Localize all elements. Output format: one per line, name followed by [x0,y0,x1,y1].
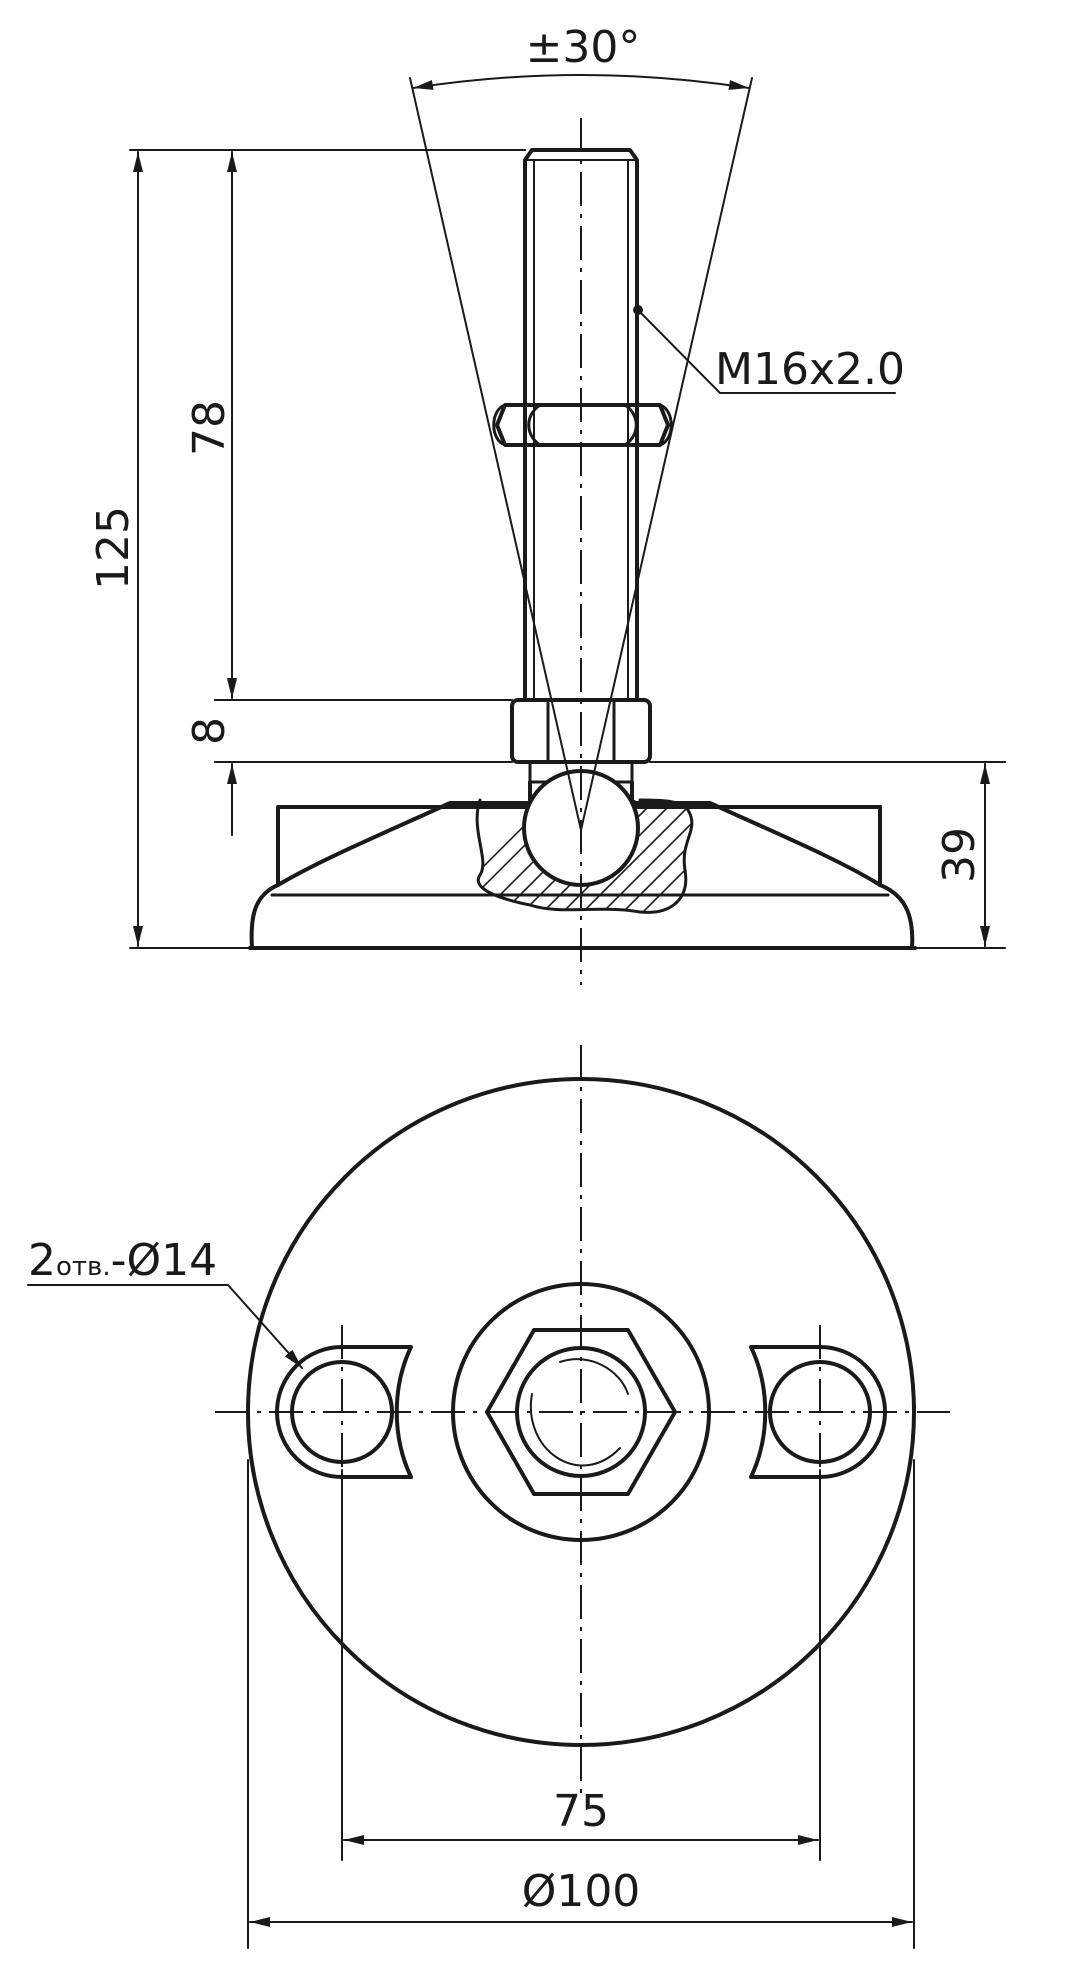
thread-length-label: 78 [184,400,235,456]
angle-label: ±30° [526,22,641,73]
holes-dia: -Ø14 [111,1235,218,1286]
thread-label: M16x2.0 [715,344,905,395]
swivel-angle-lines [409,77,753,831]
holes-callout: 2отв.-Ø14 [28,1235,217,1286]
holes-abbr: отв. [56,1252,111,1282]
top-dimensions: 2отв.-Ø14 75 Ø100 [27,1235,915,1949]
top-view [215,1045,950,1795]
base-diameter-label: Ø100 [522,1866,641,1917]
nut-height-label: 8 [184,717,235,745]
base-height-label: 39 [934,827,985,883]
lock-nut [492,403,673,447]
holes-count: 2 [28,1235,56,1286]
front-dimensions: ±30° M16x2.0 125 78 8 39 [88,22,1006,949]
front-view [248,77,917,985]
hole-spacing-label: 75 [553,1786,609,1837]
overall-height-label: 125 [88,506,139,590]
